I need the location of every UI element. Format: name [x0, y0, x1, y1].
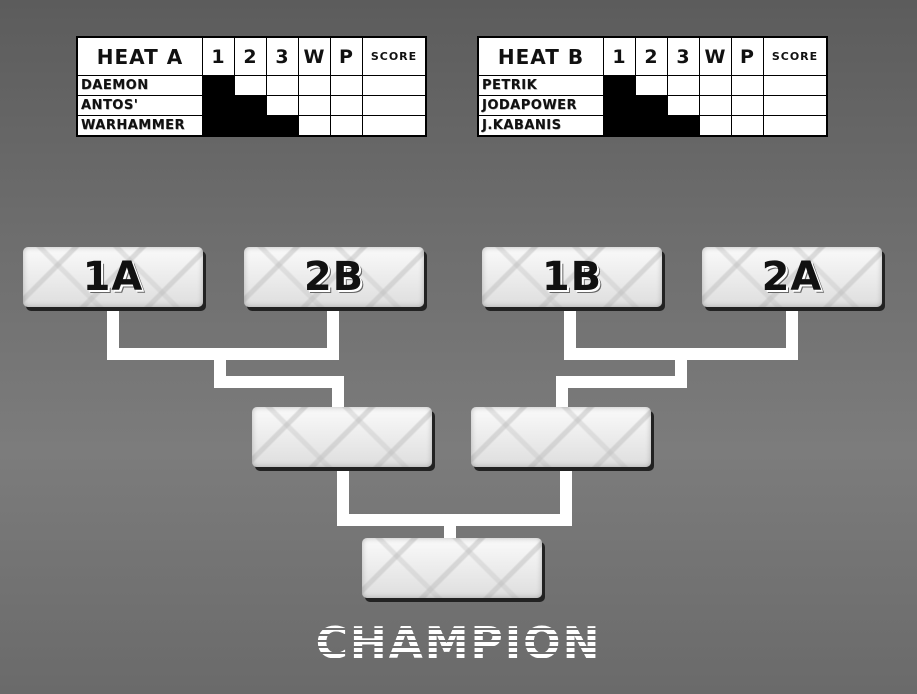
bracket-line — [107, 348, 339, 360]
heat-b-col-p: P — [731, 36, 764, 76]
bracket-line — [564, 348, 798, 360]
bracket-line — [560, 468, 572, 524]
heat-a-table: HEAT A 1 2 3 W P SCORE DAEMON ANTOS' WAR… — [76, 36, 427, 137]
heat-a-col-p: P — [330, 36, 363, 76]
heat-b-header-row: HEAT B 1 2 3 W P SCORE — [477, 36, 828, 76]
bracket-line — [556, 386, 568, 408]
heat-a-col-w: W — [298, 36, 331, 76]
bracket-slot-semifinal-left — [252, 407, 432, 467]
heat-a-cell — [330, 95, 363, 116]
bracket-slot-semifinal-right — [471, 407, 651, 467]
heat-a-player-name: ANTOS' — [76, 95, 203, 116]
heat-b-cell — [635, 115, 668, 137]
slot-label: 1A — [82, 254, 144, 300]
heat-b-col-score: SCORE — [763, 36, 828, 76]
heat-b-player-name: PETRIK — [477, 75, 604, 96]
table-row: DAEMON — [76, 75, 427, 96]
bracket-line — [214, 376, 344, 388]
heat-b-cell — [635, 95, 668, 116]
heat-a-cell — [266, 115, 299, 137]
heat-b-cell — [763, 95, 828, 116]
heat-b-cell — [699, 115, 732, 137]
heat-a-cell — [298, 95, 331, 116]
heat-b-cell — [603, 75, 636, 96]
heat-a-cell — [234, 115, 267, 137]
heat-b-cell — [667, 75, 700, 96]
bracket-slot-2a: 2A — [702, 247, 882, 307]
slot-label: 2A — [761, 254, 823, 300]
heat-a-player-name: DAEMON — [76, 75, 203, 96]
bracket-line — [337, 514, 572, 526]
heat-a-col-3: 3 — [266, 36, 299, 76]
heat-b-title: HEAT B — [477, 36, 604, 76]
table-row: PETRIK — [477, 75, 828, 96]
heat-a-player-name: WARHAMMER — [76, 115, 203, 137]
heat-b-cell — [731, 115, 764, 137]
bracket-line — [786, 308, 798, 358]
heat-b-table: HEAT B 1 2 3 W P SCORE PETRIK JODAPOWER … — [477, 36, 828, 137]
bracket-line — [107, 308, 119, 358]
heat-a-cell — [330, 115, 363, 137]
heat-b-cell — [603, 115, 636, 137]
heat-a-cell — [266, 95, 299, 116]
bracket-line — [556, 376, 687, 388]
bracket-slot-1b: 1B — [482, 247, 662, 307]
bracket-line — [337, 468, 349, 524]
heat-a-cell — [330, 75, 363, 96]
heat-b-col-w: W — [699, 36, 732, 76]
heat-b-cell — [603, 95, 636, 116]
table-row: JODAPOWER — [477, 95, 828, 116]
heat-b-cell — [667, 95, 700, 116]
champion-label: CHAMPION — [0, 618, 917, 669]
heat-b-cell — [763, 115, 828, 137]
heat-b-col-2: 2 — [635, 36, 668, 76]
bracket-slot-2b: 2B — [244, 247, 424, 307]
heat-b-col-1: 1 — [603, 36, 636, 76]
heat-a-cell — [202, 95, 235, 116]
bracket-line — [332, 386, 344, 408]
heat-a-cell — [266, 75, 299, 96]
heat-a-col-score: SCORE — [362, 36, 427, 76]
slot-label: 2B — [303, 254, 365, 300]
heat-a-title: HEAT A — [76, 36, 203, 76]
heat-a-cell — [298, 75, 331, 96]
slot-label: 1B — [541, 254, 603, 300]
heat-a-cell — [362, 75, 427, 96]
heat-b-player-name: JODAPOWER — [477, 95, 604, 116]
heat-b-cell — [699, 75, 732, 96]
bracket-slot-1a: 1A — [23, 247, 203, 307]
heat-b-cell — [667, 115, 700, 137]
heat-a-cell — [298, 115, 331, 137]
heat-a-cell — [362, 115, 427, 137]
heat-b-cell — [731, 75, 764, 96]
heat-b-player-name: J.KABANIS — [477, 115, 604, 137]
heat-b-cell — [731, 95, 764, 116]
bracket-line — [564, 308, 576, 358]
heat-a-col-1: 1 — [202, 36, 235, 76]
heat-a-cell — [362, 95, 427, 116]
heat-a-cell — [202, 115, 235, 137]
table-row: WARHAMMER — [76, 115, 427, 137]
heat-a-cell — [234, 75, 267, 96]
heat-b-cell — [635, 75, 668, 96]
bracket-line — [444, 524, 456, 540]
bracket-slot-final — [362, 538, 542, 598]
table-row: J.KABANIS — [477, 115, 828, 137]
heat-b-cell — [763, 75, 828, 96]
heat-a-cell — [202, 75, 235, 96]
heat-a-col-2: 2 — [234, 36, 267, 76]
heat-b-cell — [699, 95, 732, 116]
heat-b-col-3: 3 — [667, 36, 700, 76]
table-row: ANTOS' — [76, 95, 427, 116]
heat-a-header-row: HEAT A 1 2 3 W P SCORE — [76, 36, 427, 76]
bracket-line — [327, 308, 339, 358]
heat-a-cell — [234, 95, 267, 116]
